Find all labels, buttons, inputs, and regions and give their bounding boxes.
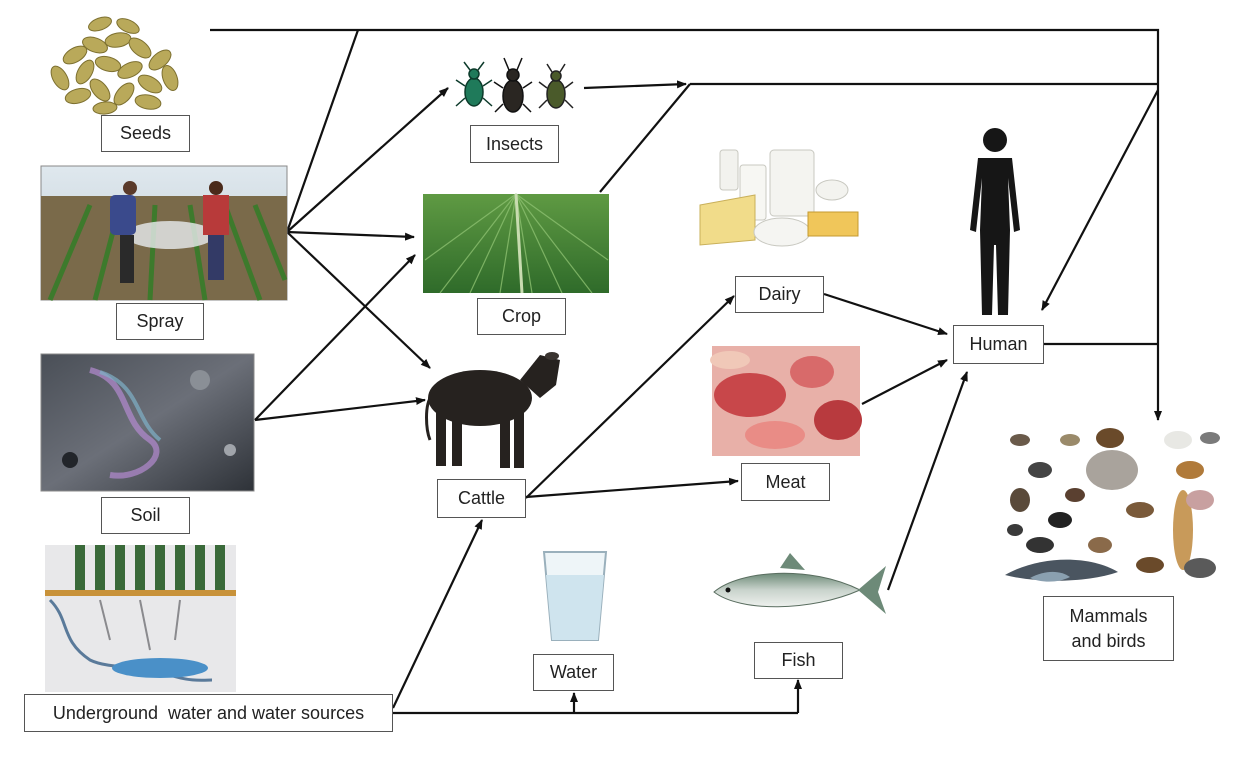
meat-label: Meat — [765, 471, 806, 492]
node-human: Human — [953, 325, 1044, 364]
node-fish: Fish — [754, 642, 843, 679]
node-seeds: Seeds — [101, 115, 190, 152]
fish-picture — [713, 553, 886, 614]
arrow-fish-to-human — [886, 371, 969, 591]
node-spray: Spray — [116, 303, 204, 340]
crop-field-photo — [423, 193, 609, 294]
beetles-picture — [455, 57, 574, 113]
arrow-spray-to-cattle — [286, 231, 431, 369]
human-label: Human — [969, 334, 1028, 355]
dairy-label: Dairy — [758, 284, 801, 305]
soil-label: Soil — [130, 505, 161, 526]
node-meat: Meat — [741, 463, 830, 501]
animal-collage-picture — [1005, 428, 1220, 582]
spray-label: Spray — [136, 311, 184, 332]
node-crop: Crop — [477, 298, 566, 335]
groundwater-cross-section-picture — [45, 545, 236, 692]
pumpkin-seeds-picture — [50, 16, 179, 115]
arrows — [210, 28, 1162, 715]
water-label: Water — [549, 662, 598, 683]
underground-label: Underground water and water sources — [52, 702, 365, 723]
field-spraying-photo — [40, 165, 288, 301]
arrow-to-human — [1041, 89, 1159, 311]
dairy-products-picture — [699, 149, 859, 247]
insects-label: Insects — [485, 133, 544, 154]
arrow-meat-to-human — [861, 359, 948, 405]
cow-picture — [425, 352, 560, 468]
node-mammals-and-birds: Mammals and birds — [1043, 596, 1174, 661]
mammals-label-line1: Mammals — [1069, 606, 1148, 627]
arrow-cattle-to-meat — [525, 477, 739, 499]
node-water: Water — [533, 654, 614, 691]
node-dairy: Dairy — [735, 276, 824, 313]
contaminated-soil-photo — [40, 353, 255, 492]
arrow-crop-to-line — [599, 83, 691, 193]
arrow-insects-to-line — [583, 80, 687, 90]
arrow-soil-to-cattle — [254, 397, 426, 422]
node-insects: Insects — [470, 125, 559, 163]
node-cattle: Cattle — [437, 479, 526, 518]
fish-label: Fish — [781, 650, 816, 671]
human-silhouette-icon — [970, 128, 1020, 315]
arrow-dairy-to-human — [823, 292, 948, 336]
arrow-spray-to-crop — [286, 230, 415, 241]
node-soil: Soil — [101, 497, 190, 534]
arrow-soil-to-crop — [254, 254, 416, 421]
arrow-underground-to-cattle — [392, 519, 483, 709]
cattle-label: Cattle — [457, 488, 506, 509]
crop-label: Crop — [501, 306, 541, 327]
mammals-label-line2: and birds — [1071, 630, 1146, 651]
arrow-seeds-to-mammals — [210, 28, 1162, 421]
arrow-spray-to-insects — [286, 87, 449, 233]
meat-products-picture — [710, 346, 862, 456]
arrow-spray-to-top-line — [285, 29, 360, 233]
seeds-label: Seeds — [119, 123, 172, 144]
water-glass-icon — [542, 551, 608, 641]
arrow-cattle-to-dairy — [525, 295, 735, 499]
node-underground-water: Underground water and water sources — [24, 694, 393, 732]
